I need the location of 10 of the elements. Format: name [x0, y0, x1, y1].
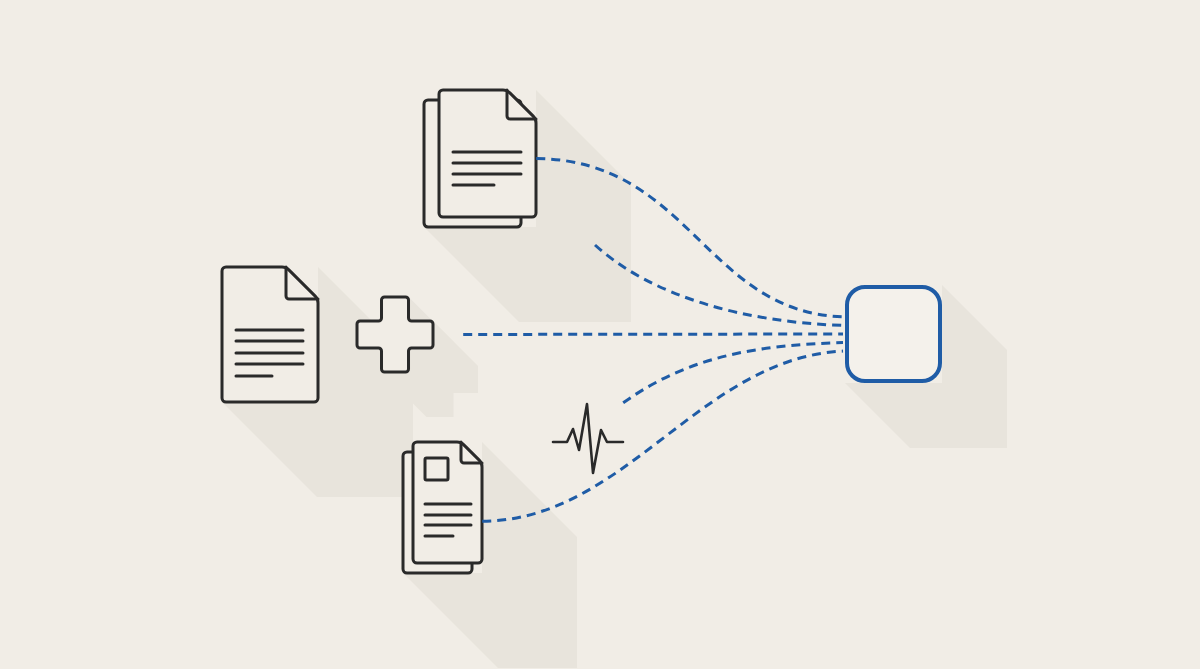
- document-stack-icon: [422, 88, 538, 229]
- document-stack-icon: [401, 440, 484, 575]
- connector-line: [482, 349, 844, 523]
- waveform-icon: [551, 402, 625, 475]
- document-icon: [220, 265, 320, 404]
- connector-line: [536, 157, 844, 319]
- connector-line: [594, 243, 844, 327]
- connector-line: [463, 332, 843, 336]
- connector-line: [622, 341, 844, 405]
- plus-icon: [355, 295, 435, 374]
